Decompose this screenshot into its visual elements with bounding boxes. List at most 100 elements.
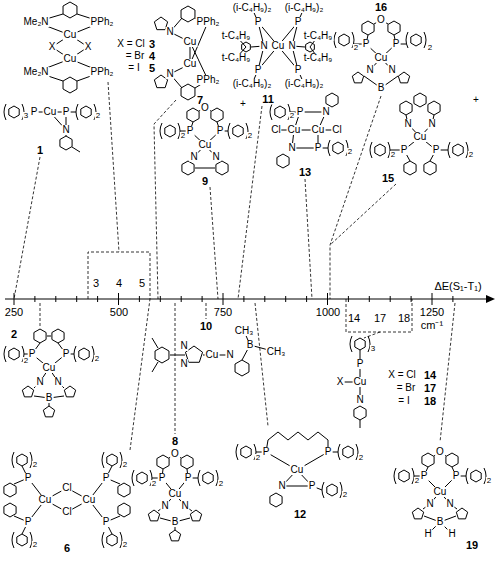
atom-label: P: [262, 447, 271, 457]
compound-number: 16: [374, 2, 388, 13]
atom-label: N: [179, 341, 188, 351]
energy-axis-part-part: [55, 296, 56, 302]
compound-9-part: [180, 108, 228, 168]
compound-8: [132, 454, 218, 541]
compound-2-part: [22, 386, 33, 397]
atom-label: P: [294, 65, 303, 75]
compound-8-part: [157, 455, 169, 469]
compound-14-17-18-part: [354, 406, 366, 420]
atom-label: P: [452, 471, 461, 481]
compound-11: [236, 8, 318, 84]
compound-14-17-18-part: [350, 336, 370, 352]
compound-6-part: [102, 452, 122, 468]
compound-7-part: [181, 84, 195, 100]
atom-label: Cu: [42, 363, 57, 373]
compound-3-5-part: [63, 2, 77, 18]
compound-10-part: [155, 347, 169, 363]
atom-label: Cl: [61, 483, 72, 493]
compound-15-part: [390, 115, 448, 161]
atom-label: P: [24, 517, 33, 527]
compound-6-part: [118, 483, 130, 497]
compound-12-part: [236, 444, 256, 460]
atom-label: PPh₂: [196, 17, 221, 27]
atom-label: P: [30, 107, 39, 117]
energy-axis-part: [486, 295, 495, 303]
atom-label: t-C₄H₉: [303, 53, 334, 63]
atom-label: Me₂N: [23, 67, 50, 77]
atom-label: N: [355, 395, 364, 405]
compound-number: 6: [63, 543, 71, 554]
compound-8-part: [198, 470, 218, 486]
atom-label: P: [308, 481, 317, 491]
compound-13-part: [328, 140, 348, 156]
axis-label: cm⁻¹: [420, 320, 444, 331]
atom-label: P: [324, 447, 333, 457]
subscript: 2: [342, 491, 348, 499]
compound-19-part: [394, 468, 414, 484]
energy-axis-part-part: [202, 296, 203, 302]
subscript: 2: [358, 454, 364, 462]
atom-label: N: [321, 107, 330, 117]
axis-label: 17: [373, 313, 387, 324]
energy-axis-part-part: [14, 293, 15, 305]
atom-label: Cu: [43, 107, 58, 117]
atom-label: PPh₂: [90, 17, 115, 27]
compound-16-part: [334, 32, 354, 48]
compound-12-part: [338, 444, 358, 460]
compound-16-part: [406, 32, 426, 48]
compound-9: [160, 108, 248, 175]
compound-12-part: [270, 493, 282, 507]
atom-label: P: [254, 65, 263, 75]
subscript: 2: [122, 461, 128, 469]
subscript: 2: [218, 480, 224, 488]
atom-label: N: [287, 143, 296, 153]
atom-label: N: [189, 152, 198, 162]
compound-number: 13: [298, 167, 312, 178]
atom-label: +: [472, 95, 480, 105]
atom-label: X: [84, 42, 93, 52]
atom-label: P: [314, 143, 323, 153]
compound-number: 4: [148, 51, 156, 62]
atom-label: X = Cl: [387, 370, 417, 380]
axis-label: 1250: [419, 307, 445, 318]
compound-12-part: [322, 482, 342, 498]
subscript: 2: [390, 151, 396, 159]
compound-13-part: [276, 112, 337, 148]
compound-2-part: [4, 346, 24, 362]
compound-10-part: [235, 360, 249, 376]
compound-2-part: [74, 346, 94, 362]
atom-label: P: [356, 359, 365, 369]
atom-label: B: [246, 340, 255, 350]
atom-label: N: [35, 377, 44, 387]
atom-label: = I: [127, 63, 140, 73]
energy-axis-part-part: [432, 293, 433, 305]
compound-8-part: [169, 530, 180, 541]
subscript: 2: [151, 480, 157, 488]
compound-10-part: [152, 331, 276, 372]
atom-label: P: [400, 145, 409, 155]
atom-label: (i-C₄H₉)₂: [284, 3, 325, 13]
atom-label: Cu: [271, 41, 286, 51]
energy-axis-part-part: [327, 293, 328, 305]
compound-10: [152, 331, 276, 376]
compound-number: 18: [423, 396, 437, 407]
atom-label: N: [160, 501, 169, 511]
subscript: 2: [353, 44, 359, 52]
subscript: 2: [247, 132, 253, 140]
atom-label: Cu: [183, 37, 198, 47]
compound-2-part: [52, 329, 64, 343]
subscript: 2: [486, 477, 492, 485]
compound-9-part: [228, 123, 248, 139]
compound-8-part: [190, 510, 201, 521]
axis-label: 4: [115, 278, 123, 289]
atom-label: B: [436, 517, 445, 527]
energy-axis-part-part: [369, 296, 370, 302]
atom-label: P: [102, 517, 111, 527]
atom-label: Cu: [63, 30, 78, 40]
atom-label: P: [158, 473, 167, 483]
atom-label: Cu: [413, 132, 428, 142]
compound-number: 19: [465, 540, 479, 551]
compound-9-part: [216, 161, 228, 175]
compound-9-part: [187, 108, 199, 122]
compound-14-17-18: [340, 336, 370, 428]
